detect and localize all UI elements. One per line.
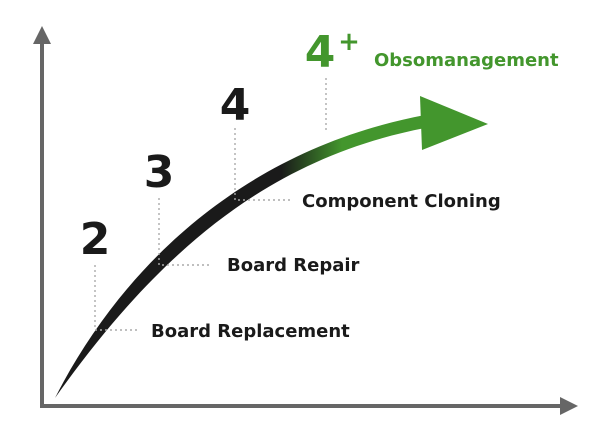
stage-4-label: Component Cloning (302, 191, 501, 212)
stage-4-plus-superscript: + (338, 27, 360, 57)
guide-stage-2 (94, 265, 140, 331)
axes (33, 26, 578, 415)
stage-4-plus-number: 4 (305, 27, 336, 78)
stage-3-label: Board Repair (227, 255, 360, 276)
arrow-up-icon (33, 26, 51, 44)
growth-curve-arrow (55, 96, 488, 398)
curve-arrowhead-icon (420, 96, 488, 150)
stage-4-number: 4 (220, 80, 251, 131)
guide-stage-3 (158, 198, 212, 266)
arrow-right-icon (560, 397, 578, 415)
stage-4-plus-label: Obsomanagement (374, 50, 559, 71)
stage-2-number: 2 (80, 214, 111, 265)
guide-stage-4 (234, 128, 290, 201)
stage-2-label: Board Replacement (151, 321, 350, 342)
guide-lines (94, 78, 327, 331)
stage-3-number: 3 (144, 147, 175, 198)
